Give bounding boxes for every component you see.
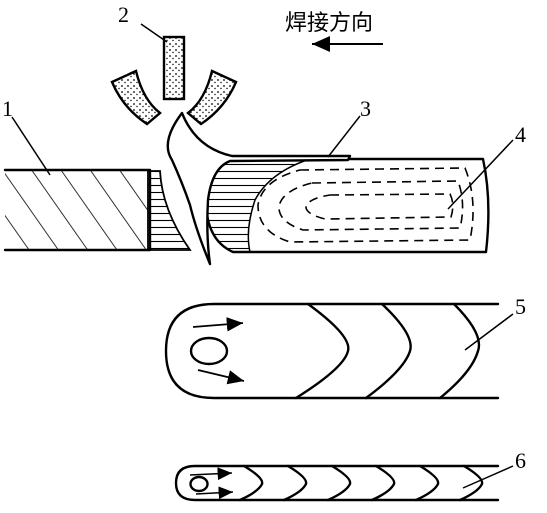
pool-contour-inner — [305, 193, 454, 220]
label-1: 1 — [2, 96, 13, 121]
welding-direction: 焊接方向 — [285, 11, 383, 52]
ripple-2 — [364, 302, 412, 400]
leader-lines — [11, 23, 514, 489]
ripple-3 — [438, 302, 481, 400]
weld-bead-section — [204, 157, 490, 254]
welding-direction-label: 焊接方向 — [285, 11, 373, 36]
label-2: 2 — [118, 2, 129, 27]
pool-contour-middle — [278, 180, 464, 231]
molten-pool-spot — [189, 336, 229, 366]
narrow-flow-arrow-top — [189, 467, 233, 481]
base-metal — [5, 170, 148, 250]
narrow-ripple-4 — [370, 464, 396, 502]
electrode — [162, 35, 186, 101]
label-4: 4 — [515, 122, 526, 147]
label-5: 5 — [515, 294, 526, 319]
fusion-zone — [147, 170, 192, 251]
nozzle-left — [110, 69, 162, 126]
leader-3 — [327, 115, 361, 158]
leader-4 — [447, 139, 514, 210]
flow-arrow-bottom — [197, 369, 245, 385]
pool-contour-outer — [257, 167, 474, 243]
flow-arrow-top — [192, 317, 244, 332]
narrow-flow-arrow-bottom — [195, 486, 234, 500]
arc-plasma — [166, 111, 352, 266]
narrow-ripple-3 — [326, 464, 352, 502]
nozzle-right — [186, 69, 238, 126]
narrow-ripple-1 — [238, 464, 264, 502]
leader-2 — [140, 23, 168, 43]
bead-plan-view-wide — [164, 302, 500, 400]
leader-1 — [11, 116, 51, 176]
ripple-1 — [294, 302, 350, 400]
narrow-ripple-2 — [282, 464, 308, 502]
leader-6 — [462, 465, 514, 489]
leader-5 — [464, 313, 514, 351]
bead-plan-view-narrow — [174, 464, 500, 502]
narrow-ripple-5 — [414, 464, 440, 502]
narrow-ripple-6 — [458, 464, 484, 502]
solidified-metal — [206, 159, 310, 252]
label-6: 6 — [515, 448, 526, 473]
bead-plan-outline — [164, 302, 500, 400]
narrow-pool-spot — [189, 475, 209, 493]
solidification-front — [247, 158, 311, 253]
label-3: 3 — [360, 96, 371, 121]
